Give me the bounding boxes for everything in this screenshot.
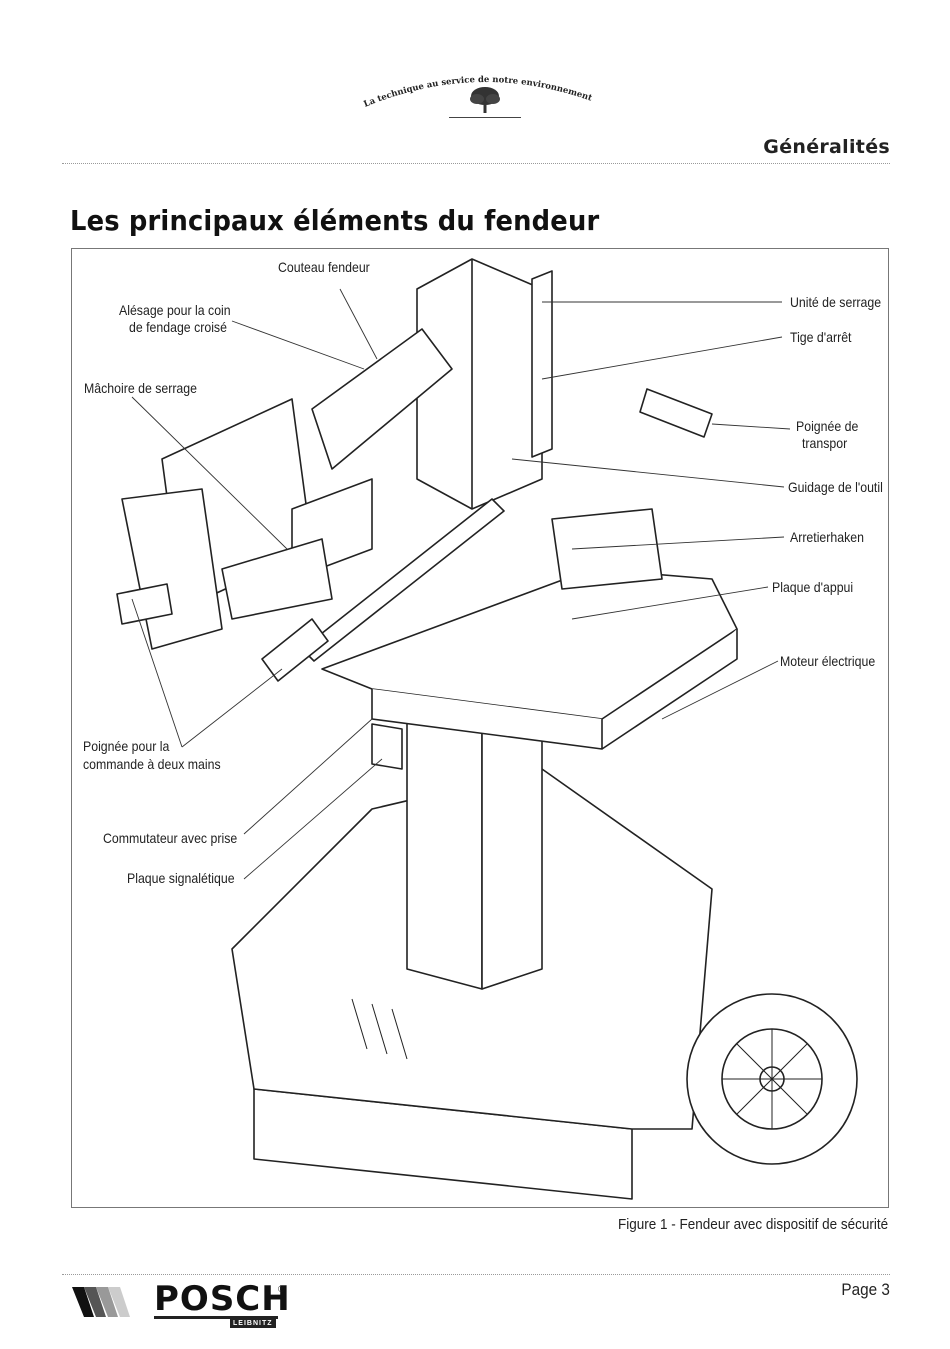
callout-rating-plate: Plaque signalétique — [127, 870, 235, 886]
transport-handle — [639, 388, 713, 438]
tool-guide — [301, 498, 505, 662]
callout-stop-rod: Tige d'arrêt — [790, 329, 852, 345]
header-divider — [62, 163, 890, 164]
callout-two-hand-handle-2: commande à deux mains — [83, 756, 221, 772]
callout-arretierhaken: Arretierhaken — [790, 529, 864, 545]
two-hand-handle — [261, 618, 329, 682]
page-title: Les principaux éléments du fendeur — [70, 204, 600, 237]
footer-divider — [62, 1274, 890, 1275]
brand-underline — [154, 1316, 278, 1319]
callout-clamping-unit: Unité de serrage — [790, 294, 882, 310]
electric-motor — [551, 508, 663, 590]
registered-mark-icon: ® — [278, 1284, 285, 1294]
callout-splitting-knife: Couteau fendeur — [278, 259, 370, 275]
motto-emblem: La technique au service de notre environ… — [362, 75, 593, 113]
figure-frame: Couteau fendeur Alésage pour la coin de … — [71, 248, 889, 1208]
callout-support-plate: Plaque d'appui — [772, 579, 854, 595]
page-number: Page 3 — [841, 1280, 890, 1299]
tree-icon — [470, 87, 500, 113]
callout-transport-handle-2: transpor — [802, 435, 848, 451]
callout-switch-socket: Commutateur avec prise — [103, 830, 238, 846]
callout-bore-1: Alésage pour la coin — [119, 302, 231, 318]
callout-bore-2: de fendage croisé — [129, 319, 227, 335]
clamping-unit — [531, 270, 553, 458]
callout-tool-guide: Guidage de l'outil — [788, 479, 883, 495]
callout-transport-handle-1: Poignée de — [796, 418, 859, 434]
log-splitter-illustration — [116, 258, 858, 1200]
section-heading: Généralités — [763, 136, 890, 158]
machine-column — [406, 688, 483, 990]
callout-clamping-jaw: Mâchoire de serrage — [84, 380, 197, 396]
brand-name: POSCH — [154, 1279, 291, 1319]
rating-plate — [371, 723, 403, 770]
motto-rule — [449, 117, 521, 118]
callout-two-hand-handle-1: Poignée pour la — [83, 738, 170, 754]
splitting-knife — [311, 328, 453, 470]
brand-location: LEIBNITZ — [230, 1319, 276, 1328]
brand-logo-icon — [72, 1287, 130, 1317]
figure-caption: Figure 1 - Fendeur avec dispositif de sé… — [617, 1216, 888, 1233]
callout-electric-motor: Moteur électrique — [780, 653, 876, 669]
